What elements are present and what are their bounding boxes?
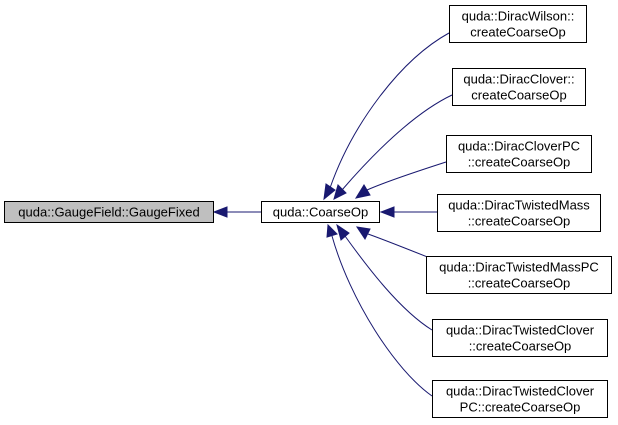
node-box: [432, 319, 608, 357]
node-box: [449, 5, 587, 43]
node-caller-dirac-wilson[interactable]: quda::DiracWilson:: createCoarseOp: [449, 5, 587, 43]
node-caller-dirac-twisted-clover-pc[interactable]: quda::DiracTwistedClover PC::createCoars…: [432, 380, 608, 418]
node-caller-dirac-clover-pc[interactable]: quda::DiracCloverPC ::createCoarseOp: [446, 135, 592, 173]
arrow-caller-5: [336, 223, 350, 241]
arrow-caller-1: [333, 184, 347, 200]
node-line-1: quda::DiracTwistedClover: [446, 323, 595, 338]
node-root: quda::GaugeField::GaugeFixed: [4, 201, 214, 223]
node-line-1: quda::DiracCloverPC: [458, 139, 580, 154]
node-caller-dirac-twisted-mass-pc[interactable]: quda::DiracTwistedMassPC ::createCoarseO…: [426, 256, 612, 294]
edge-caller-1: [341, 94, 453, 191]
node-root-label: quda::GaugeField::GaugeFixed: [18, 205, 199, 220]
edge-hub-to-root: [212, 206, 261, 218]
edge-caller-0: [329, 32, 450, 189]
node-line-2: ::createCoarseOp: [469, 339, 572, 354]
node-box: [446, 135, 592, 173]
node-hub-label: quda::CoarseOp: [273, 205, 368, 220]
node-line-2: ::createCoarseOp: [468, 155, 571, 170]
arrow-caller-2: [354, 184, 371, 199]
node-box: [432, 380, 608, 418]
node-line-2: ::createCoarseOp: [468, 214, 571, 229]
node-hub[interactable]: quda::CoarseOp: [261, 201, 380, 223]
node-box: [437, 194, 601, 232]
node-caller-dirac-clover[interactable]: quda::DiracClover:: createCoarseOp: [452, 68, 586, 106]
node-line-1: quda::DiracTwistedClover: [446, 384, 595, 399]
node-caller-dirac-twisted-mass[interactable]: quda::DiracTwistedMass ::createCoarseOp: [437, 194, 601, 232]
node-line-2: PC::createCoarseOp: [460, 400, 581, 415]
node-line-1: quda::DiracClover::: [463, 72, 574, 87]
node-root-box: [4, 201, 214, 223]
edge-caller-6: [331, 235, 433, 397]
node-line-2: ::createCoarseOp: [468, 276, 571, 291]
edge-caller-5: [344, 235, 433, 331]
edge-caller-2: [366, 161, 447, 191]
node-caller-dirac-twisted-clover[interactable]: quda::DiracTwistedClover ::createCoarseO…: [432, 319, 608, 357]
node-box: [426, 256, 612, 294]
node-line-1: quda::DiracTwistedMassPC: [439, 260, 599, 275]
node-line-1: quda::DiracWilson::: [462, 9, 575, 24]
edges-callers-to-hub: [323, 32, 453, 397]
node-hub-box: [261, 201, 380, 223]
node-line-1: quda::DiracTwistedMass: [448, 198, 590, 213]
node-box: [452, 68, 586, 106]
arrow-caller-4: [355, 226, 371, 240]
node-line-2: createCoarseOp: [470, 25, 565, 40]
arrow-hub: [212, 206, 228, 218]
arrow-caller-6: [326, 223, 338, 238]
node-line-2: createCoarseOp: [471, 88, 566, 103]
arrow-caller-0: [323, 183, 336, 201]
arrow-caller-3: [379, 206, 395, 218]
